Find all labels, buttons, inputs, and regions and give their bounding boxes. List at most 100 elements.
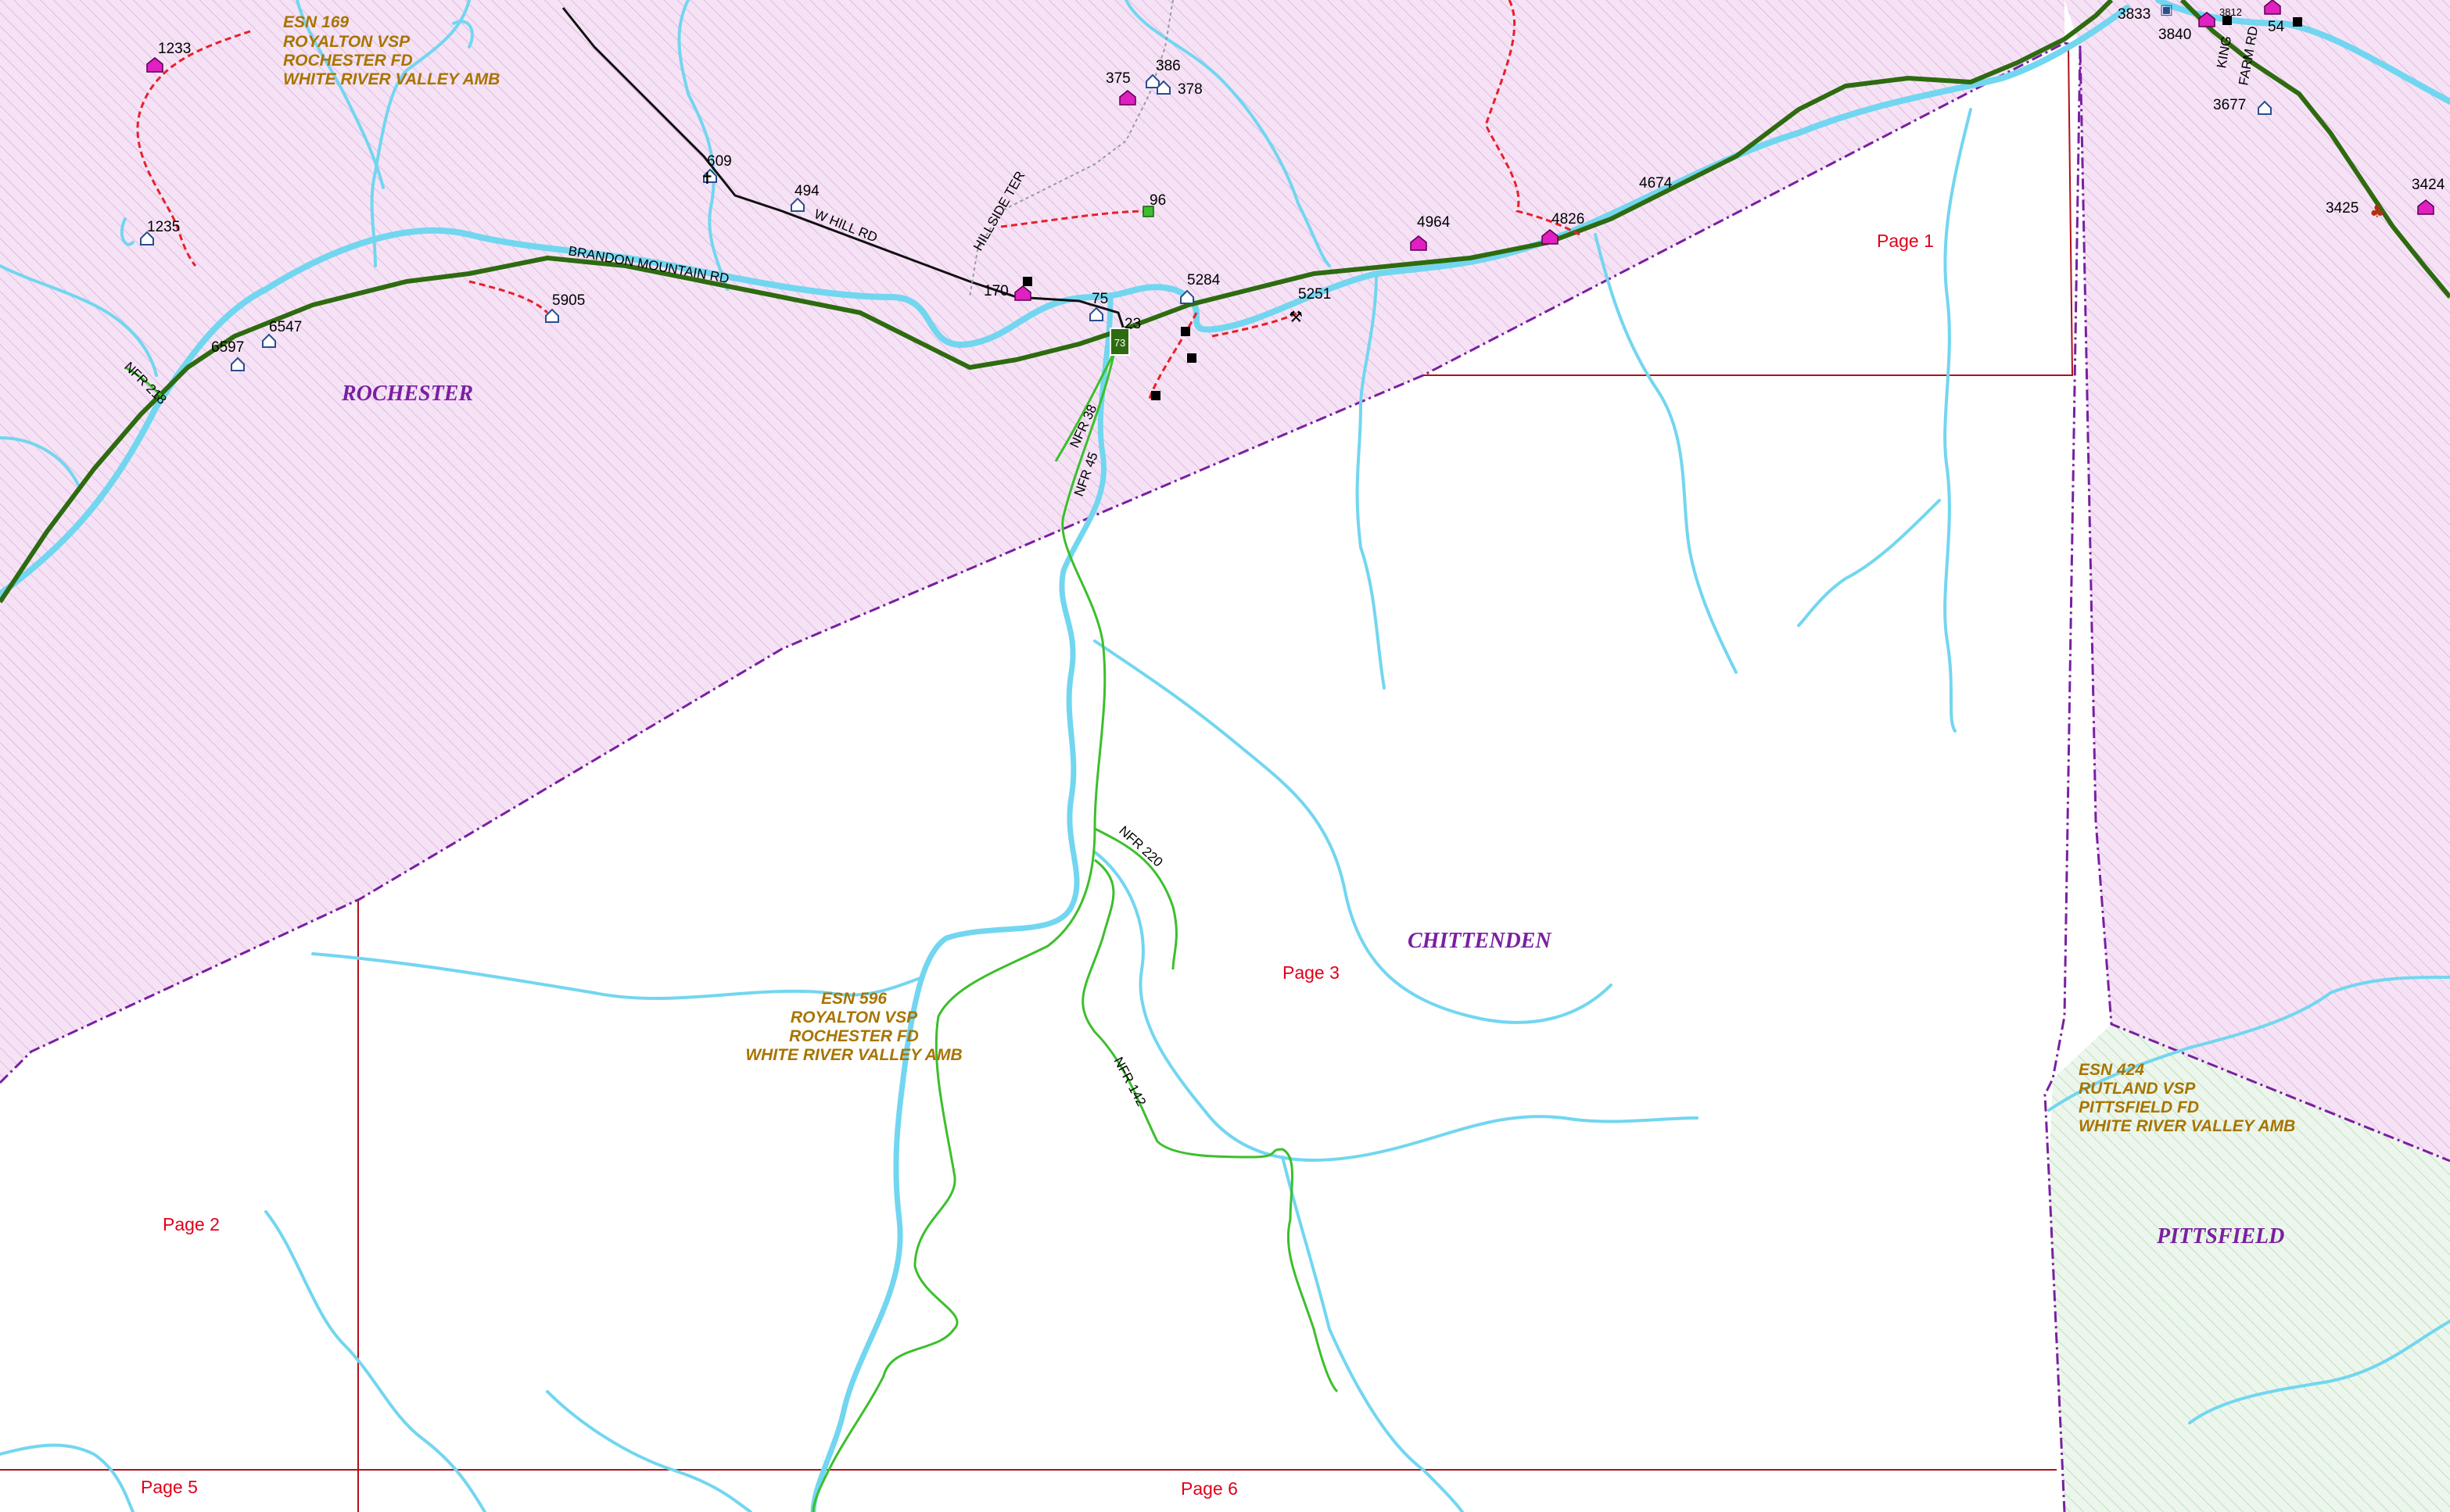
svg-text:WHITE RIVER VALLEY AMB: WHITE RIVER VALLEY AMB (283, 70, 500, 88)
building-icon (2222, 16, 2232, 25)
svg-text:ROYALTON VSP: ROYALTON VSP (791, 1009, 918, 1027)
highway-73-east[interactable] (2179, 0, 2450, 299)
house-icon (262, 333, 276, 348)
building-icon (1187, 353, 1196, 363)
pittsfield-boundary (2043, 46, 2082, 1512)
page-label-2[interactable]: Page 2 (163, 1214, 220, 1234)
svg-text:1235: 1235 (147, 219, 180, 235)
town-label-rochester: ROCHESTER (341, 382, 473, 406)
town-boundary (0, 41, 2065, 1084)
private-roads[interactable] (136, 0, 1580, 399)
page-label-5[interactable]: Page 5 (141, 1477, 198, 1497)
svg-text:73: 73 (1114, 337, 1125, 349)
svg-text:96: 96 (1150, 192, 1166, 209)
svg-text:PITTSFIELD FD: PITTSFIELD FD (2079, 1098, 2199, 1116)
svg-text:3833: 3833 (2118, 6, 2150, 23)
house-icon (1089, 306, 1103, 321)
magenta-house-icon (2417, 199, 2434, 215)
rochester-zone-east (2064, 0, 2450, 1161)
building-icon (2293, 17, 2302, 27)
svg-text:378: 378 (1178, 81, 1203, 98)
svg-text:3424: 3424 (2412, 177, 2445, 193)
svg-text:494: 494 (795, 183, 820, 199)
svg-text:ESN 596: ESN 596 (821, 990, 887, 1008)
svg-text:5251: 5251 (1298, 286, 1331, 303)
route-73-shield[interactable]: 73 (1110, 328, 1130, 356)
svg-text:5284: 5284 (1187, 272, 1221, 288)
svg-text:1233: 1233 (158, 41, 191, 57)
svg-text:3812: 3812 (2219, 6, 2242, 18)
magenta-house-icon (2198, 12, 2215, 27)
house-icon (791, 197, 805, 212)
magenta-house-icon (1014, 285, 1031, 301)
svg-text:3677: 3677 (2213, 97, 2246, 113)
house-icon (1157, 80, 1171, 95)
house-icon (2258, 100, 2272, 115)
highway-73[interactable] (0, 0, 2114, 604)
page-label-1[interactable]: Page 1 (1877, 231, 1934, 251)
svg-text:170: 170 (984, 283, 1009, 299)
svg-text:ROCHESTER FD: ROCHESTER FD (283, 52, 413, 70)
tool-icon[interactable]: ⚒ (1289, 307, 1303, 326)
svg-text:75: 75 (1092, 291, 1108, 307)
magenta-house-icon (1119, 90, 1136, 106)
pittsfield-zone (2049, 1024, 2450, 1512)
svg-text:386: 386 (1156, 58, 1181, 74)
svg-text:4964: 4964 (1417, 214, 1451, 231)
svg-text:ROYALTON VSP: ROYALTON VSP (283, 33, 411, 51)
svg-text:4826: 4826 (1551, 211, 1584, 228)
building-outline-icon[interactable]: ▣ (2160, 2, 2173, 18)
svg-text:WHITE RIVER VALLEY AMB: WHITE RIVER VALLEY AMB (745, 1046, 962, 1064)
svg-text:5905: 5905 (552, 292, 585, 309)
town-label-chittenden: CHITTENDEN (1408, 929, 1552, 953)
svg-text:23: 23 (1125, 316, 1141, 332)
house-icon (545, 308, 559, 323)
hillside-ter[interactable] (969, 0, 1174, 298)
magenta-house-icon (1541, 229, 1559, 245)
svg-text:6547: 6547 (269, 319, 302, 335)
building-icon (1023, 277, 1032, 286)
town-label-pittsfield: PITTSFIELD (2156, 1224, 2284, 1249)
magenta-house-icon (2264, 0, 2281, 15)
svg-text:6597: 6597 (211, 339, 244, 356)
magenta-house-icon (146, 57, 163, 73)
building-icon (1181, 327, 1190, 336)
svg-text:WHITE RIVER VALLEY AMB: WHITE RIVER VALLEY AMB (2079, 1117, 2295, 1135)
svg-text:ROCHESTER FD: ROCHESTER FD (789, 1027, 919, 1045)
esn-169-label: ESN 169 ROYALTON VSP ROCHESTER FD WHITE … (283, 13, 500, 88)
svg-text:ESN 169: ESN 169 (283, 13, 349, 31)
green-building-icon[interactable] (1142, 206, 1154, 217)
page-grid (0, 46, 2074, 1512)
road-label-nfr-220: NFR 220 (1116, 823, 1165, 870)
magenta-house-icon (1410, 235, 1427, 251)
building-icon (1151, 391, 1160, 400)
forest-roads[interactable] (124, 328, 1339, 1512)
svg-text:RUTLAND VSP: RUTLAND VSP (2079, 1080, 2196, 1098)
address-labels: 1233 1235 609 494 386 375 378 96 170 75 … (147, 6, 2445, 356)
svg-text:54: 54 (2268, 19, 2285, 35)
svg-text:375: 375 (1106, 70, 1131, 87)
esn-596-label: ESN 596 ROYALTON VSP ROCHESTER FD WHITE … (745, 990, 962, 1064)
page-label-3[interactable]: Page 3 (1282, 962, 1340, 983)
maple-leaf-icon[interactable]: ♣ (2369, 202, 2385, 222)
church-icon[interactable]: ✝ (701, 169, 714, 188)
square-markers[interactable] (1023, 16, 2302, 400)
house-icon (231, 357, 245, 371)
svg-text:ESN 424: ESN 424 (2079, 1061, 2144, 1079)
house-icon (140, 231, 154, 245)
house-icon (1180, 289, 1194, 304)
svg-text:609: 609 (707, 153, 732, 170)
house-markers[interactable] (140, 73, 2272, 371)
w-hill-road[interactable] (561, 7, 1128, 337)
house-icon (1146, 73, 1160, 88)
house-icon (703, 168, 717, 183)
svg-text:3840: 3840 (2158, 27, 2191, 43)
magenta-markers[interactable] (146, 0, 2434, 301)
svg-text:3425: 3425 (2326, 200, 2359, 217)
page-label-6[interactable]: Page 6 (1181, 1478, 1238, 1499)
svg-text:4674: 4674 (1639, 175, 1673, 192)
road-label-nfr-142: NFR 142 (1110, 1055, 1149, 1109)
esn-424-label: ESN 424 RUTLAND VSP PITTSFIELD FD WHITE … (2079, 1061, 2295, 1135)
